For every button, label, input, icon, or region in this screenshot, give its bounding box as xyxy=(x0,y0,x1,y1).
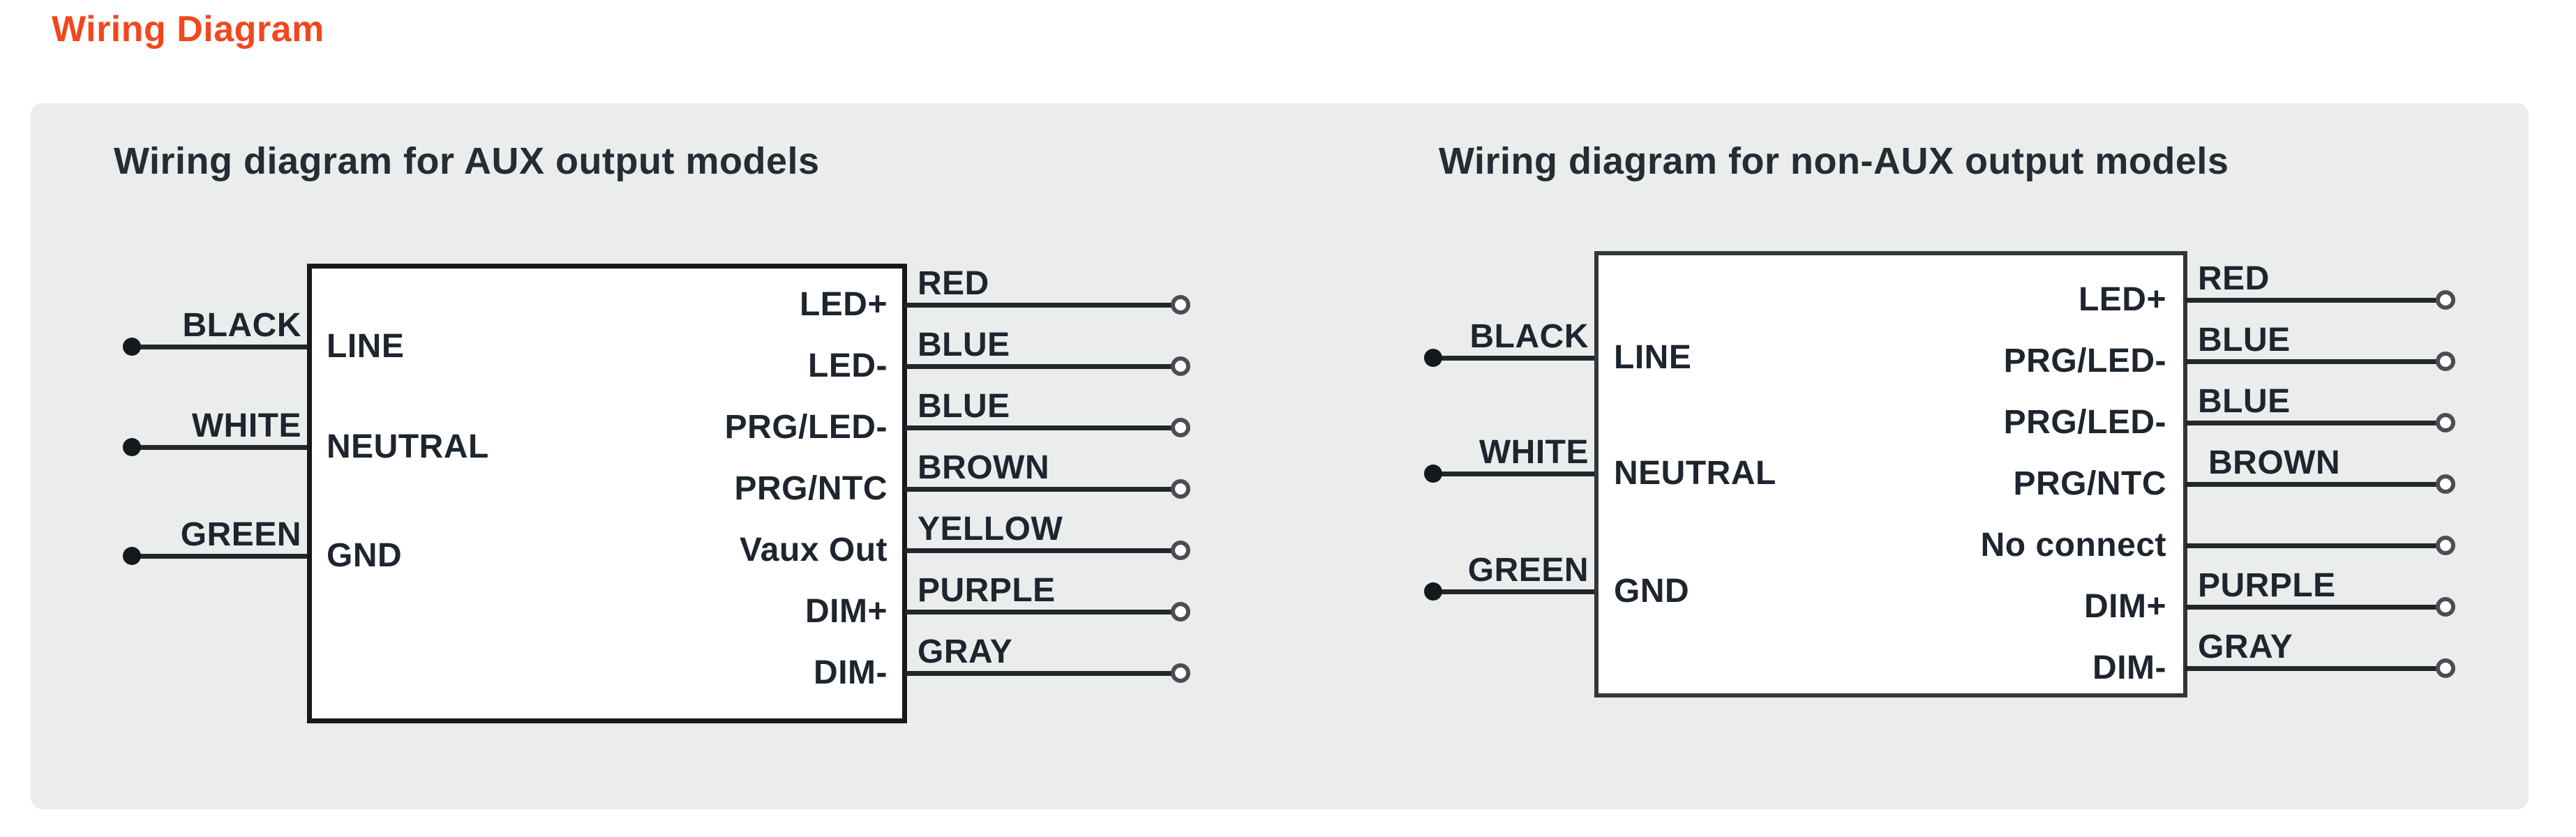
input-wire-color-label: GREEN xyxy=(1467,552,1589,589)
input-pin-label: NEUTRAL xyxy=(327,428,489,465)
wire-end-dot xyxy=(1424,465,1442,483)
output-wire xyxy=(2185,298,2442,303)
wire-end-ring xyxy=(2436,290,2455,310)
diagram-heading-non-aux: Wiring diagram for non-AUX output models xyxy=(1439,140,2229,182)
output-wire xyxy=(2185,605,2442,610)
input-wire xyxy=(131,554,307,559)
input-wire xyxy=(1432,356,1594,361)
output-wire-color-label: GRAY xyxy=(2198,628,2293,665)
output-wire xyxy=(2185,543,2442,548)
input-wire-color-label: GREEN xyxy=(180,516,301,553)
output-wire-color-label: YELLOW xyxy=(918,511,1063,548)
input-wire-color-label: WHITE xyxy=(191,407,301,444)
input-pin-label: GND xyxy=(1614,573,1690,610)
wire-end-dot xyxy=(1424,582,1442,601)
output-pin-label: Vaux Out xyxy=(739,531,888,568)
output-wire xyxy=(2185,359,2442,364)
wire-end-ring xyxy=(1171,479,1190,499)
output-wire xyxy=(2185,666,2442,671)
wire-end-ring xyxy=(2436,474,2455,494)
output-wire-color-label: BROWN xyxy=(2208,444,2341,481)
wire-end-ring xyxy=(1171,295,1190,315)
output-wire xyxy=(905,425,1176,430)
driver-box-aux xyxy=(307,264,907,723)
output-pin-label: DIM+ xyxy=(804,593,888,630)
input-wire xyxy=(1432,589,1594,594)
wire-end-dot xyxy=(1424,349,1442,367)
input-pin-label: NEUTRAL xyxy=(1614,455,1776,492)
output-wire-color-label: BLUE xyxy=(2198,322,2291,359)
wire-end-ring xyxy=(1171,602,1190,621)
output-pin-label: PRG/NTC xyxy=(2013,465,2166,502)
output-wire-color-label: PURPLE xyxy=(918,572,1056,609)
output-pin-label: LED- xyxy=(808,347,888,384)
wire-end-dot xyxy=(123,438,141,456)
output-wire-color-label: RED xyxy=(918,265,989,302)
output-wire xyxy=(2185,421,2442,425)
driver-box-non-aux xyxy=(1594,251,2187,698)
wire-end-ring xyxy=(1171,418,1190,437)
input-pin-label: LINE xyxy=(327,328,405,365)
wire-end-ring xyxy=(1171,541,1190,560)
output-wire-color-label: BLUE xyxy=(918,388,1010,425)
wire-end-dot xyxy=(123,547,141,565)
wire-end-dot xyxy=(123,338,141,356)
wire-end-ring xyxy=(2436,658,2455,678)
diagram-heading-aux: Wiring diagram for AUX output models xyxy=(114,140,820,182)
wire-end-ring xyxy=(2436,413,2455,432)
output-wire-color-label: BLUE xyxy=(918,326,1010,363)
output-wire xyxy=(2185,482,2442,487)
output-wire-color-label: BROWN xyxy=(918,449,1050,486)
output-wire-color-label: PURPLE xyxy=(2198,567,2336,604)
output-pin-label: PRG/LED- xyxy=(2003,342,2166,379)
input-wire-color-label: BLACK xyxy=(1469,318,1589,355)
input-wire xyxy=(1432,472,1594,476)
output-pin-label: DIM- xyxy=(814,654,888,691)
wire-end-ring xyxy=(1171,356,1190,376)
input-wire xyxy=(131,345,307,349)
output-pin-label: LED+ xyxy=(2078,281,2166,318)
output-pin-label: DIM+ xyxy=(2083,588,2166,625)
output-pin-label: No connect xyxy=(1980,527,2166,564)
output-pin-label: DIM- xyxy=(2092,649,2166,686)
input-wire xyxy=(131,445,307,450)
output-pin-label: PRG/LED- xyxy=(724,409,888,446)
input-wire-color-label: WHITE xyxy=(1478,434,1589,471)
wire-end-ring xyxy=(2436,536,2455,555)
input-wire-color-label: BLACK xyxy=(182,307,301,344)
output-pin-label: LED+ xyxy=(799,286,888,323)
wire-end-ring xyxy=(2436,352,2455,371)
output-pin-label: PRG/LED- xyxy=(2003,404,2166,441)
input-pin-label: LINE xyxy=(1614,339,1692,376)
output-wire xyxy=(905,610,1176,614)
output-wire xyxy=(905,671,1176,676)
wire-end-ring xyxy=(1171,663,1190,683)
output-pin-label: PRG/NTC xyxy=(734,470,888,507)
output-wire-color-label: RED xyxy=(2198,260,2270,297)
wire-end-ring xyxy=(2436,597,2455,617)
output-wire-color-label: GRAY xyxy=(918,633,1013,670)
output-wire xyxy=(905,303,1176,308)
output-wire-color-label: BLUE xyxy=(2198,383,2291,420)
output-wire xyxy=(905,364,1176,369)
page-title: Wiring Diagram xyxy=(52,9,324,50)
output-wire xyxy=(905,548,1176,553)
input-pin-label: GND xyxy=(327,537,403,574)
output-wire xyxy=(905,487,1176,492)
